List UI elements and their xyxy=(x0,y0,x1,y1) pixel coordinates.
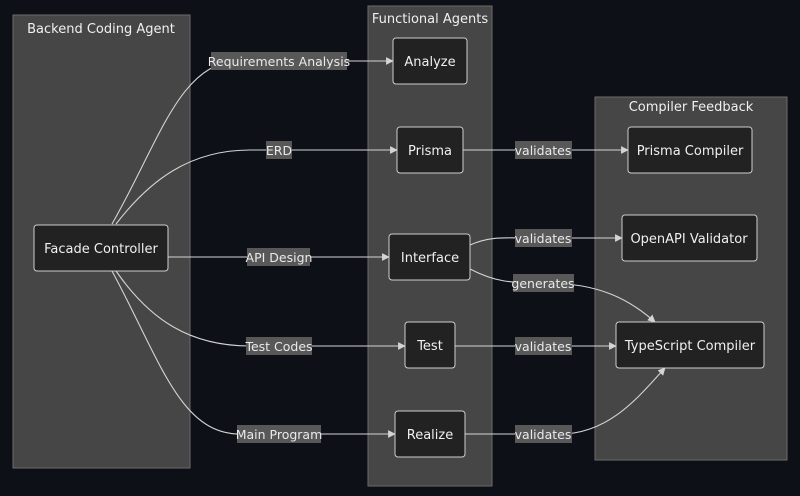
node-facade-controller[interactable]: Facade Controller xyxy=(33,224,169,272)
cluster-compiler-title: Compiler Feedback xyxy=(629,100,754,115)
svg-text:Prisma: Prisma xyxy=(408,144,452,159)
svg-text:Analyze: Analyze xyxy=(404,55,455,70)
edge-facade-to-realize xyxy=(111,270,396,438)
svg-text:Test: Test xyxy=(416,339,443,354)
svg-text:OpenAPI Validator: OpenAPI Validator xyxy=(630,232,748,247)
edge-label-api-design: API Design xyxy=(246,248,313,266)
svg-text:Requirements Analysis: Requirements Analysis xyxy=(208,54,350,69)
node-analyze[interactable]: Analyze xyxy=(392,37,468,85)
svg-text:validates: validates xyxy=(515,427,572,442)
edge-label-main-program: Main Program xyxy=(236,425,323,443)
svg-text:Main Program: Main Program xyxy=(236,427,323,442)
edge-label-generates: generates xyxy=(511,274,575,292)
edge-label-test-codes: Test Codes xyxy=(244,337,313,355)
node-prisma-compiler[interactable]: Prisma Compiler xyxy=(627,126,753,174)
edges xyxy=(111,57,666,438)
edge-facade-to-test xyxy=(115,270,406,350)
svg-text:API Design: API Design xyxy=(246,250,313,265)
edge-label-validates-realize: validates xyxy=(515,425,572,443)
edge-label-validates-test: validates xyxy=(515,337,572,355)
node-openapi-validator[interactable]: OpenAPI Validator xyxy=(621,214,758,262)
cluster-backend-title: Backend Coding Agent xyxy=(27,22,175,37)
edge-label-validates-prisma: validates xyxy=(515,141,572,159)
edge-facade-to-prisma xyxy=(115,146,398,225)
svg-text:TypeScript Compiler: TypeScript Compiler xyxy=(624,339,756,354)
node-prisma[interactable]: Prisma xyxy=(396,126,464,174)
edge-label-requirements: Requirements Analysis xyxy=(208,52,350,70)
cluster-functional-title: Functional Agents xyxy=(372,12,488,27)
svg-text:validates: validates xyxy=(515,143,572,158)
svg-text:generates: generates xyxy=(511,276,574,291)
svg-text:validates: validates xyxy=(515,339,572,354)
svg-text:Facade Controller: Facade Controller xyxy=(44,242,158,257)
svg-text:Test Codes: Test Codes xyxy=(244,339,312,354)
node-interface[interactable]: Interface xyxy=(388,233,471,281)
edge-label-validates-openapi: validates xyxy=(515,229,572,247)
node-typescript-compiler[interactable]: TypeScript Compiler xyxy=(615,321,765,369)
node-realize[interactable]: Realize xyxy=(394,410,466,458)
svg-text:validates: validates xyxy=(515,231,572,246)
svg-text:Realize: Realize xyxy=(407,428,453,443)
svg-text:ERD: ERD xyxy=(266,143,292,158)
edge-label-erd: ERD xyxy=(266,141,292,159)
svg-text:Prisma Compiler: Prisma Compiler xyxy=(637,144,744,159)
svg-text:Interface: Interface xyxy=(401,251,459,266)
node-test[interactable]: Test xyxy=(404,321,456,369)
